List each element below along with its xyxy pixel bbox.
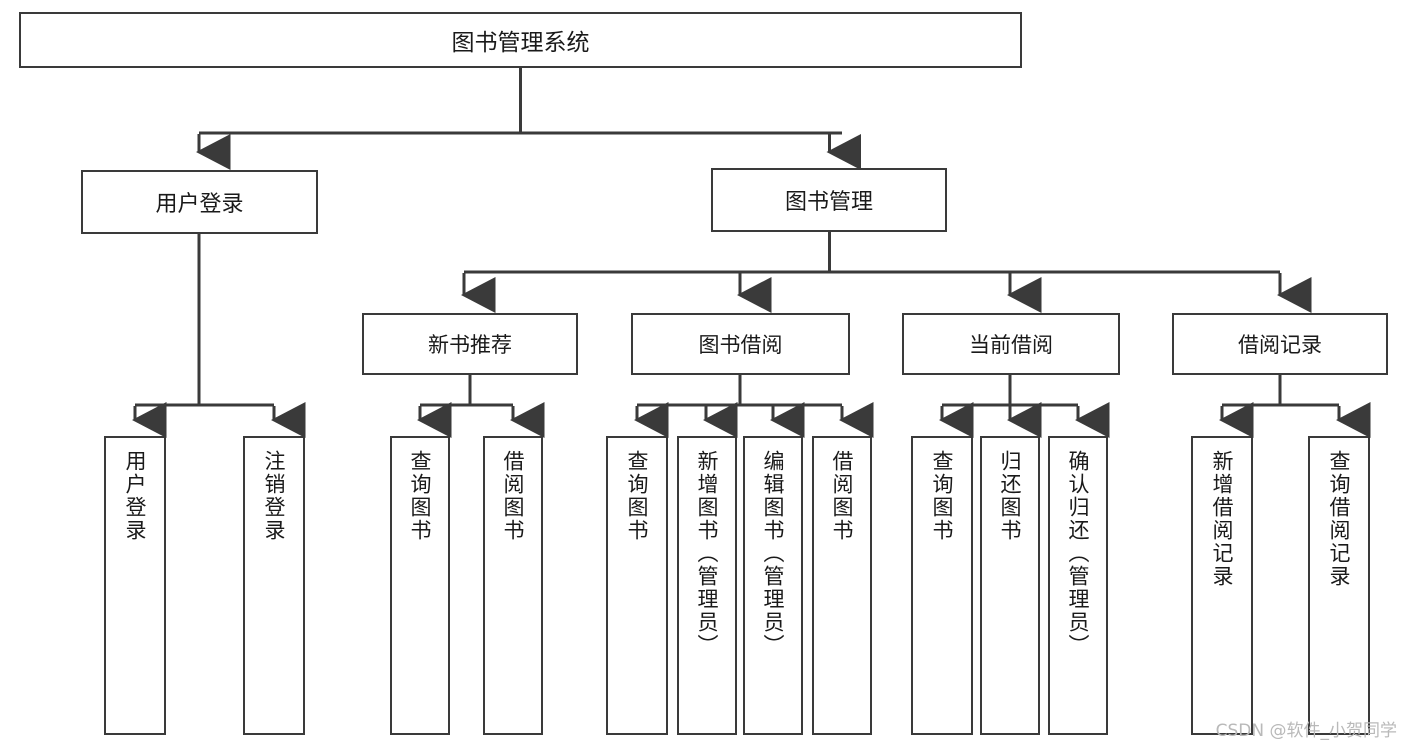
node-root-system[interactable]: 图书管理系统 xyxy=(19,12,1022,68)
leaf-borrow-edit-book-admin[interactable]: 编辑图书（管理员） xyxy=(743,436,803,735)
leaf-label: 查询图书 xyxy=(625,450,650,542)
leaf-borrow-borrow-book[interactable]: 借阅图书 xyxy=(812,436,872,735)
leaf-label: 确认归还（管理员） xyxy=(1066,450,1091,657)
node-current-borrow[interactable]: 当前借阅 xyxy=(902,313,1120,375)
node-borrow-record[interactable]: 借阅记录 xyxy=(1172,313,1388,375)
leaf-recommend-query-book[interactable]: 查询图书 xyxy=(390,436,450,735)
leaf-label: 注销登录 xyxy=(262,450,287,542)
leaf-label: 归还图书 xyxy=(998,450,1023,542)
leaf-user-login-logout[interactable]: 注销登录 xyxy=(243,436,305,735)
leaf-label: 用户登录 xyxy=(123,450,148,542)
leaf-current-query-book[interactable]: 查询图书 xyxy=(911,436,973,735)
node-new-book-recommend[interactable]: 新书推荐 xyxy=(362,313,578,375)
leaf-current-confirm-return-admin[interactable]: 确认归还（管理员） xyxy=(1048,436,1108,735)
leaf-label: 查询图书 xyxy=(930,450,955,542)
leaf-label: 查询图书 xyxy=(408,450,433,542)
leaf-recommend-borrow-book[interactable]: 借阅图书 xyxy=(483,436,543,735)
node-user-login[interactable]: 用户登录 xyxy=(81,170,318,234)
leaf-borrow-add-book-admin[interactable]: 新增图书（管理员） xyxy=(677,436,737,735)
leaf-user-login-login[interactable]: 用户登录 xyxy=(104,436,166,735)
watermark-text: CSDN @软件_小贺同学 xyxy=(1215,721,1397,741)
leaf-label: 编辑图书（管理员） xyxy=(761,450,786,657)
leaf-borrow-query-book[interactable]: 查询图书 xyxy=(606,436,668,735)
leaf-label: 新增图书（管理员） xyxy=(695,450,720,657)
leaf-record-query-record[interactable]: 查询借阅记录 xyxy=(1308,436,1370,735)
leaf-current-return-book[interactable]: 归还图书 xyxy=(980,436,1040,735)
leaf-label: 新增借阅记录 xyxy=(1210,450,1235,588)
leaf-label: 借阅图书 xyxy=(830,450,855,542)
node-book-borrow[interactable]: 图书借阅 xyxy=(631,313,850,375)
leaf-record-add-record[interactable]: 新增借阅记录 xyxy=(1191,436,1253,735)
node-book-management[interactable]: 图书管理 xyxy=(711,168,947,232)
leaf-label: 借阅图书 xyxy=(501,450,526,542)
leaf-label: 查询借阅记录 xyxy=(1327,450,1352,588)
